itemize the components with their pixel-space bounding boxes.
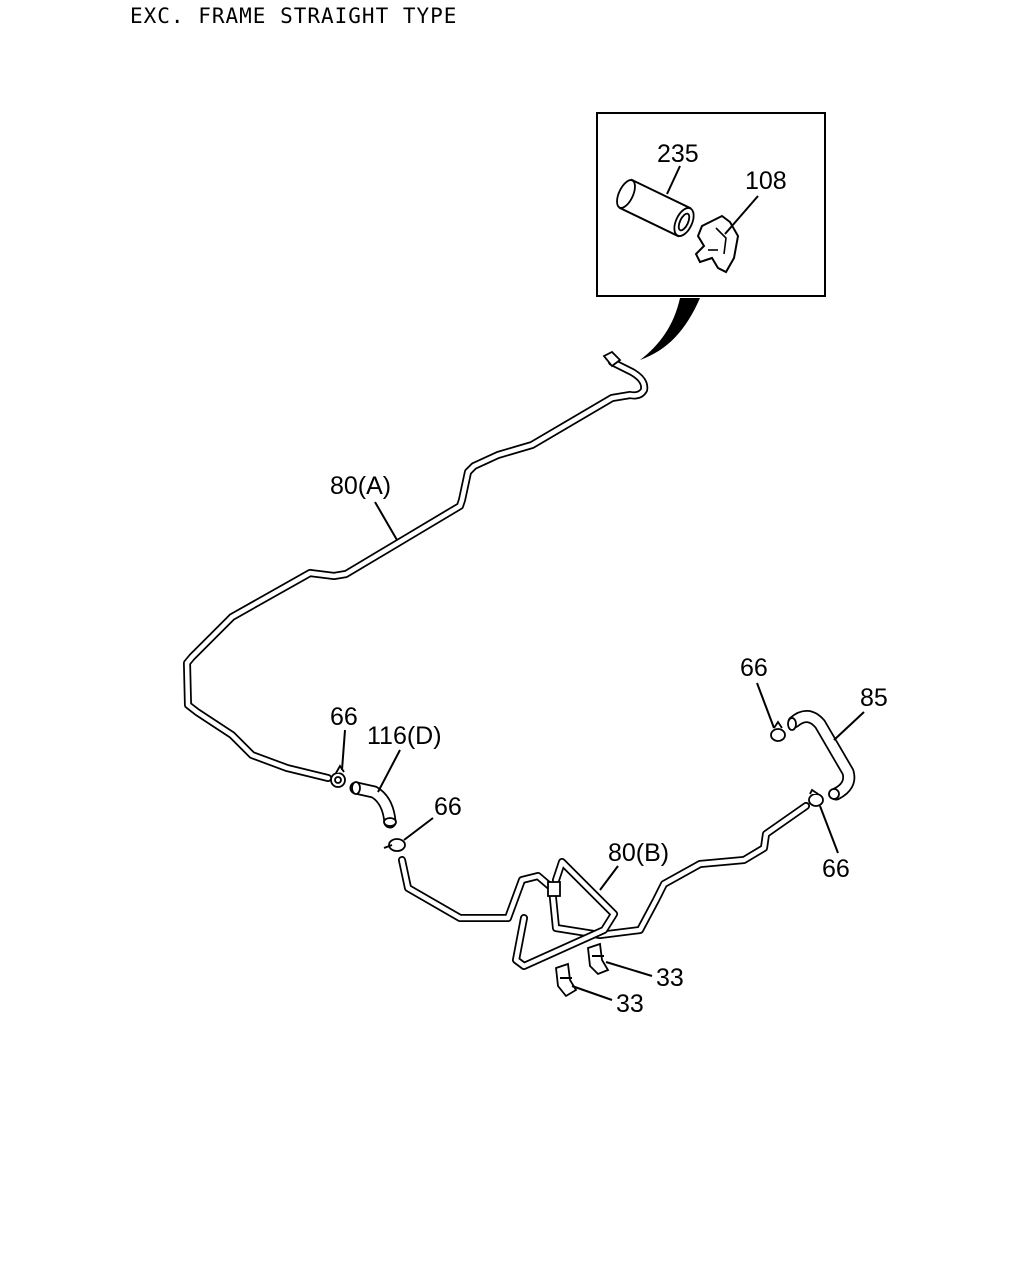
callout-33-lower: 33 [616, 990, 644, 1018]
hose-clamp-2 [383, 838, 406, 852]
callout-66-lower-right: 66 [822, 855, 850, 883]
pipe-clip-2 [555, 962, 578, 998]
callout-85: 85 [860, 684, 888, 712]
rubber-hose-116d [349, 781, 397, 829]
pipe-clip-1 [587, 942, 610, 976]
callout-33-upper: 33 [656, 964, 684, 992]
fuel-pipe-b [398, 802, 810, 970]
hose-clamp-1 [330, 764, 346, 788]
callout-66-mid: 66 [434, 793, 462, 821]
detail-inset: 235 108 [596, 112, 826, 297]
callout-116d: 116(D) [367, 722, 442, 750]
connector-tube-part [616, 178, 695, 238]
callout-66-left: 66 [330, 703, 358, 731]
callout-108: 108 [745, 167, 787, 195]
hose-clamp-3 [770, 720, 786, 742]
diagram-title: EXC. FRAME STRAIGHT TYPE [130, 4, 458, 28]
detail-pointer [640, 298, 700, 360]
rubber-hose-85 [787, 710, 856, 801]
callout-235: 235 [657, 140, 699, 168]
hose-clamp-4 [808, 788, 824, 807]
callout-80b: 80(B) [608, 839, 669, 867]
fuel-pipe-a [183, 350, 649, 782]
callout-80a: 80(A) [330, 472, 391, 500]
callout-66-upper-right: 66 [740, 654, 768, 682]
